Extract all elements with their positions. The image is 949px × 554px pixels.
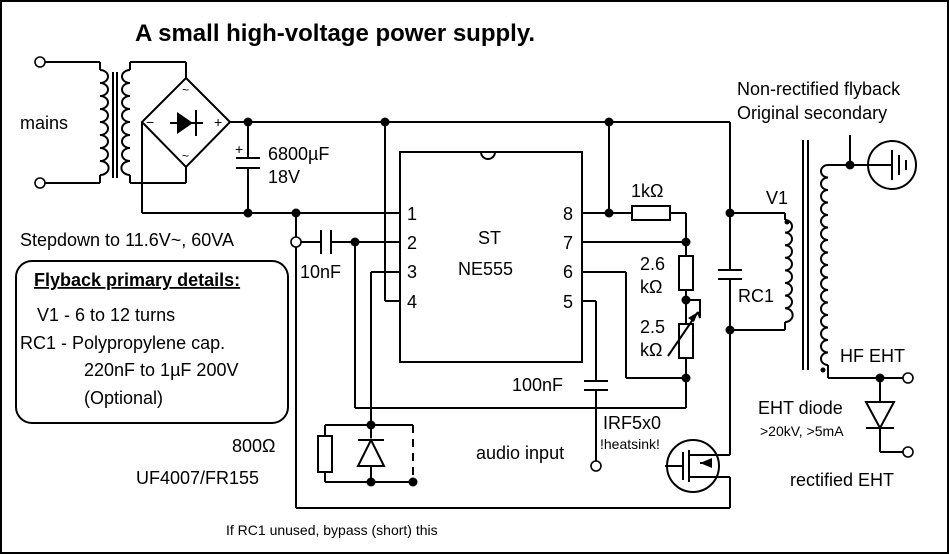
stepdown-label: Stepdown to 11.6V~, 60VA: [20, 230, 234, 250]
ne555-ic: [399, 151, 583, 363]
flyback-title-1: Non-rectified flyback: [737, 79, 901, 99]
audio-input-label: audio input: [476, 443, 564, 463]
ic-part: NE555: [458, 259, 513, 279]
resistor-2k6: [678, 255, 694, 291]
eht-diode-spec: >20kV, >5mA: [760, 423, 844, 439]
r-800-label: 800Ω: [232, 436, 276, 456]
rc1-bypass-note: If RC1 unused, bypass (short) this: [226, 522, 438, 538]
flyback-secondary-coil: [820, 164, 829, 366]
svg-text:−: −: [146, 114, 154, 130]
flyback-box-line4: (Optional): [84, 388, 163, 408]
cap-10nf-label: 10nF: [300, 262, 341, 282]
pin-2: 2: [407, 233, 417, 253]
pin-5: 5: [563, 292, 573, 312]
pin-3: 3: [407, 262, 417, 282]
capacitor-6800uf-value: 6800µF: [268, 144, 329, 164]
pin-8: 8: [563, 204, 573, 224]
pin-1: 1: [407, 204, 417, 224]
rectified-eht-label: rectified EHT: [790, 470, 894, 490]
flyback-title-2: Original secondary: [737, 103, 887, 123]
v1-coil: [784, 219, 794, 323]
ic-maker: ST: [478, 228, 501, 248]
hf-eht-label: HF EHT: [840, 346, 905, 366]
mosfet-irf5x0: [665, 330, 731, 508]
flyback-box-line1: V1 - 6 to 12 turns: [37, 305, 175, 325]
diode-snubber-label: UF4007/FR155: [136, 468, 259, 488]
flyback-box-line2: RC1 - Polypropylene cap.: [20, 333, 225, 353]
resistor-1k-label: 1kΩ: [631, 181, 663, 201]
potentiometer-2k5-unit: kΩ: [640, 340, 662, 360]
svg-text:+: +: [235, 141, 243, 157]
svg-text:+: +: [214, 114, 222, 130]
heatsink-label: !heatsink!: [600, 436, 660, 452]
mains-label: mains: [20, 113, 68, 133]
ground-icon: [867, 140, 917, 190]
svg-text:~: ~: [182, 83, 189, 97]
resistor-2k6-unit: kΩ: [640, 277, 662, 297]
cap-100nf-label: 100nF: [512, 375, 563, 395]
bridge-rectifier: − + ~ ~: [140, 76, 730, 213]
mosfet-label: IRF5x0: [603, 413, 661, 433]
pin-7: 7: [563, 233, 573, 253]
capacitor-6800uf: +: [235, 117, 260, 213]
v1-label: V1: [766, 188, 788, 208]
resistor-1k: [631, 205, 671, 221]
flyback-details-box: [15, 260, 289, 424]
potentiometer-2k5-value: 2.5: [640, 317, 665, 337]
snubber-network: [317, 424, 418, 487]
resistor-2k6-value: 2.6: [640, 254, 665, 274]
pin-6: 6: [563, 262, 573, 282]
diagram-title: A small high-voltage power supply.: [135, 20, 535, 47]
flyback-box-heading: Flyback primary details:: [34, 270, 240, 290]
svg-text:~: ~: [182, 149, 189, 163]
capacitor-6800uf-voltage: 18V: [268, 167, 300, 187]
rc1-label: RC1: [738, 286, 774, 306]
mains-transformer: [34, 56, 187, 189]
eht-diode-label: EHT diode: [758, 398, 843, 418]
flyback-box-line3: 220nF to 1µF 200V: [84, 360, 238, 380]
pin-4: 4: [407, 292, 417, 312]
eht-diode: [864, 378, 914, 458]
